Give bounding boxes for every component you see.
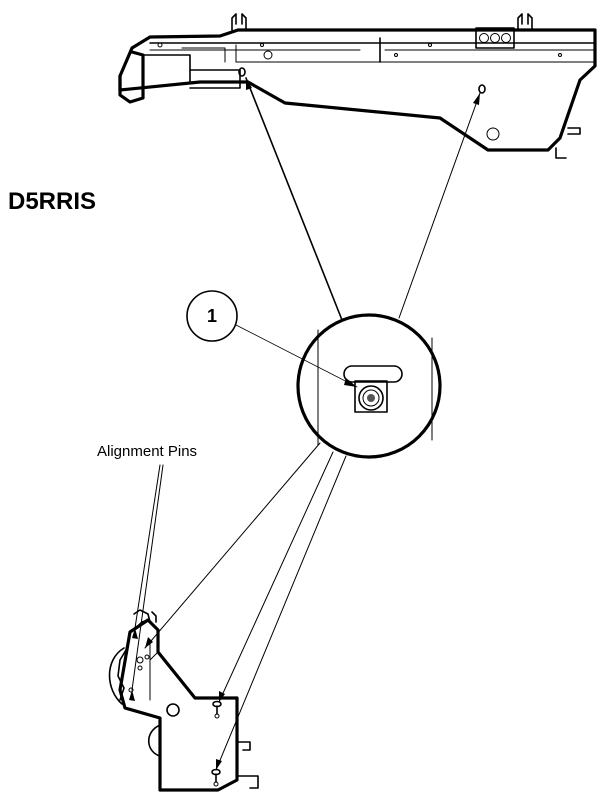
alignment-pins-label: Alignment Pins [97,443,197,460]
alignment-pin-closeup [354,380,388,413]
side-pin-upper [212,700,222,719]
model-label: D5RRIS [8,188,96,215]
alignment-pins-callout: Alignment Pins [97,443,197,701]
side-panel-assembly [108,609,259,792]
callout-number: 1 [207,306,217,326]
callout-1: 1 [186,290,358,388]
top-panel-assembly [118,13,597,159]
detail-magnifier [296,313,442,459]
side-pin-lower [211,768,221,787]
leader-lines-top [245,77,481,321]
pin-housing [354,380,388,413]
leader-lines-bottom [144,442,347,771]
